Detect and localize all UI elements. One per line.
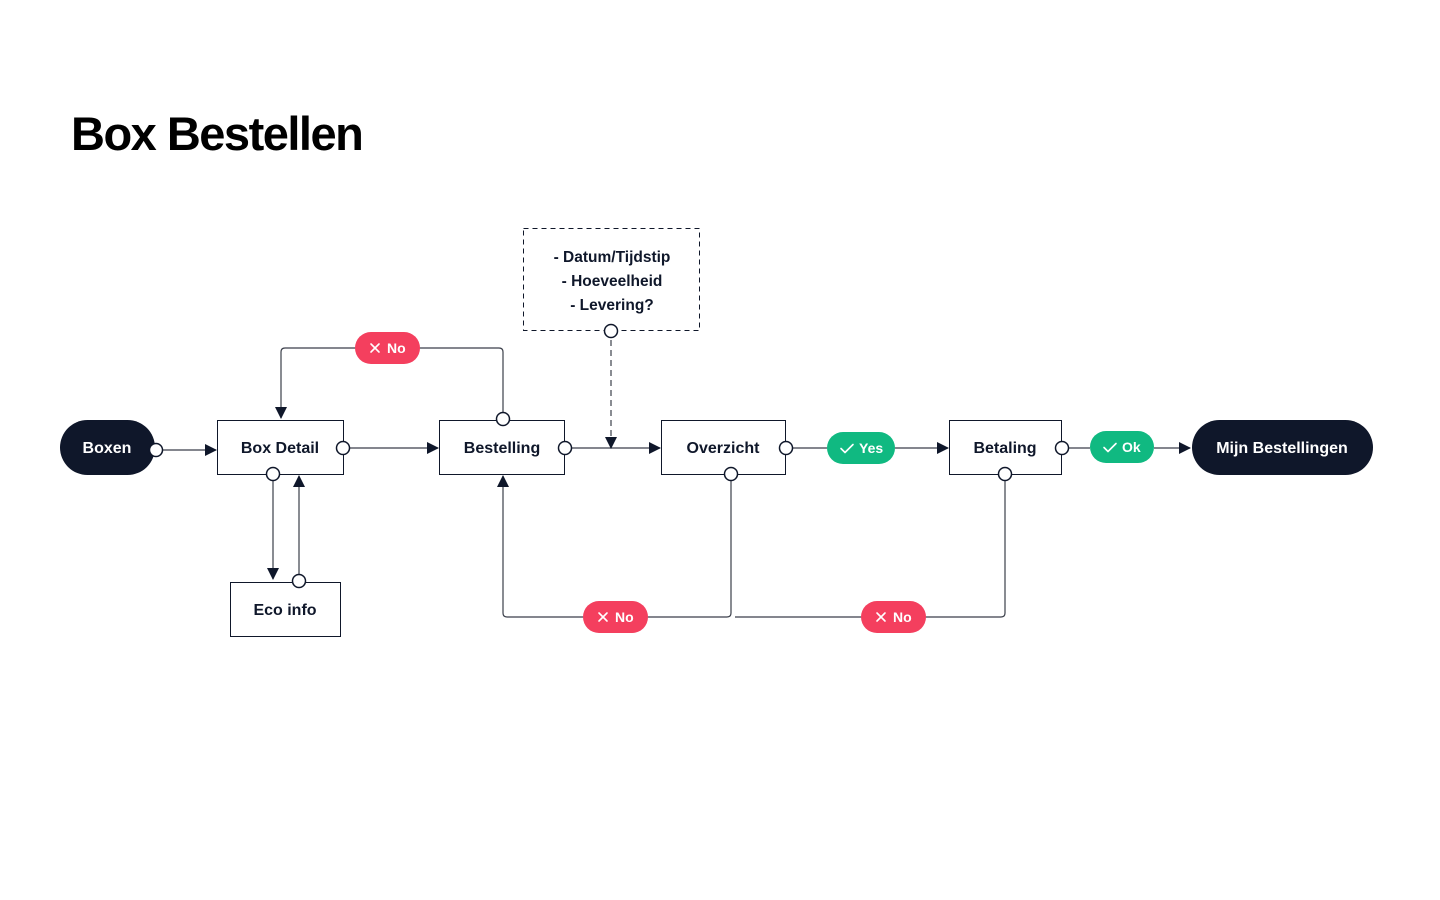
close-icon <box>370 343 380 353</box>
handle-boxen-right[interactable] <box>148 442 164 458</box>
badge-no-bottom-right-label: No <box>893 609 912 625</box>
node-overzicht[interactable]: Overzicht <box>661 420 786 475</box>
handle-bestelling-top[interactable] <box>495 411 511 427</box>
node-bestelling-label: Bestelling <box>464 440 540 457</box>
node-boxen[interactable]: Boxen <box>60 420 155 475</box>
badge-yes: Yes <box>827 432 895 464</box>
badge-no-bottom-left: No <box>583 601 648 633</box>
check-icon <box>1103 442 1117 453</box>
connectors <box>156 340 1191 618</box>
badge-yes-label: Yes <box>859 440 883 456</box>
check-icon <box>840 443 854 454</box>
node-box-detail[interactable]: Box Detail <box>217 420 344 475</box>
note-line-datum: - Datum/Tijdstip <box>554 249 671 266</box>
handle-overzicht-right[interactable] <box>778 440 794 456</box>
node-eco-info[interactable]: Eco info <box>230 582 341 637</box>
edge-betaling-back <box>735 474 1006 618</box>
node-eco-info-label: Eco info <box>253 602 316 619</box>
handle-box-detail-right[interactable] <box>335 440 351 456</box>
handle-betaling-bottom[interactable] <box>997 466 1013 482</box>
badge-ok-label: Ok <box>1122 439 1141 455</box>
connection-handles <box>148 323 1070 589</box>
close-icon <box>876 612 886 622</box>
badge-no-bottom-left-label: No <box>615 609 634 625</box>
badge-no-top-label: No <box>387 340 406 356</box>
note-line-hoeveelheid: - Hoeveelheid <box>562 273 663 290</box>
handle-note-bottom[interactable] <box>603 323 619 339</box>
node-mijn-bestellingen-label: Mijn Bestellingen <box>1216 440 1348 457</box>
node-boxen-label: Boxen <box>83 440 132 457</box>
edge-overzicht-back-to-bestelling <box>497 474 732 618</box>
badge-no-bottom-right: No <box>861 601 926 633</box>
node-betaling-label: Betaling <box>973 440 1036 457</box>
node-overzicht-label: Overzicht <box>687 440 761 457</box>
node-mijn-bestellingen[interactable]: Mijn Bestellingen <box>1192 420 1373 475</box>
node-betaling[interactable]: Betaling <box>949 420 1062 475</box>
handle-box-detail-bottom[interactable] <box>265 466 281 482</box>
handle-bestelling-right[interactable] <box>557 440 573 456</box>
badge-no-top: No <box>355 332 420 364</box>
handle-eco-info-top[interactable] <box>291 573 307 589</box>
note-box: - Datum/Tijdstip - Hoeveelheid - Leverin… <box>523 228 700 331</box>
node-box-detail-label: Box Detail <box>241 440 319 457</box>
handle-overzicht-bottom[interactable] <box>723 466 739 482</box>
close-icon <box>598 612 608 622</box>
handle-betaling-right[interactable] <box>1054 440 1070 456</box>
note-line-levering: - Levering? <box>570 297 654 314</box>
page-title: Box Bestellen <box>71 107 364 160</box>
badge-ok: Ok <box>1090 431 1154 463</box>
node-bestelling[interactable]: Bestelling <box>439 420 565 475</box>
